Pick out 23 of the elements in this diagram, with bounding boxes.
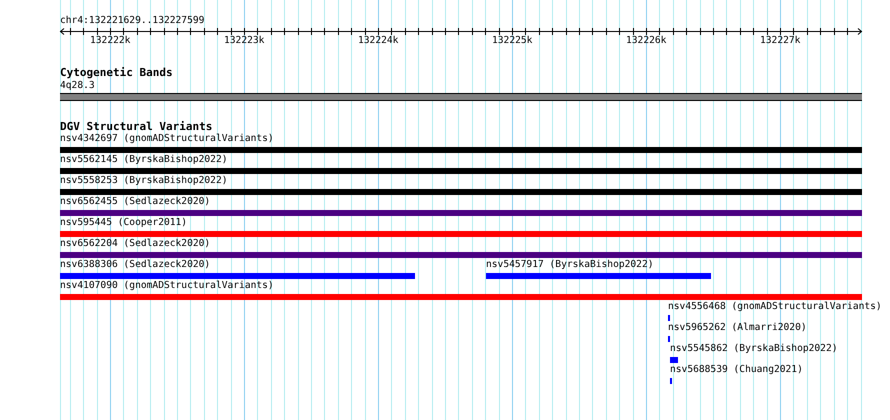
- tick-label: 132227k: [760, 36, 800, 46]
- track-title: Cytogenetic Bands: [60, 67, 173, 79]
- variant-label: nsv4342697 (gnomADStructuralVariants): [60, 134, 274, 144]
- tick-label: 132224k: [358, 36, 398, 46]
- variant-label: nsv5562145 (ByrskaBishop2022): [60, 155, 228, 165]
- variant-label: nsv5688539 (Chuang2021): [670, 365, 803, 375]
- variant-label: nsv6388306 (Sedlazeck2020): [60, 260, 210, 270]
- track-title: DGV Structural Variants: [60, 121, 212, 133]
- variant-label: nsv4107090 (gnomADStructuralVariants): [60, 281, 274, 291]
- variant-label: nsv5457917 (ByrskaBishop2022): [486, 260, 654, 270]
- variant-label: nsv5965262 (Almarri2020): [668, 323, 807, 333]
- coordinate-range-label: chr4:132221629..132227599: [60, 16, 204, 26]
- variant-label: nsv595445 (Cooper2011): [60, 218, 188, 228]
- variant-label: nsv5545862 (ByrskaBishop2022): [670, 344, 838, 354]
- band-label: 4q28.3: [60, 81, 95, 91]
- variant-label: nsv6562204 (Sedlazeck2020): [60, 239, 210, 249]
- variant-label: nsv4556468 (gnomADStructuralVariants): [668, 302, 882, 312]
- tick-label: 132223k: [224, 36, 264, 46]
- tick-label: 132226k: [626, 36, 666, 46]
- tick-label: 132225k: [492, 36, 532, 46]
- variant-label: nsv6562455 (Sedlazeck2020): [60, 197, 210, 207]
- tick-label: 132222k: [90, 36, 130, 46]
- variant-label: nsv5558253 (ByrskaBishop2022): [60, 176, 228, 186]
